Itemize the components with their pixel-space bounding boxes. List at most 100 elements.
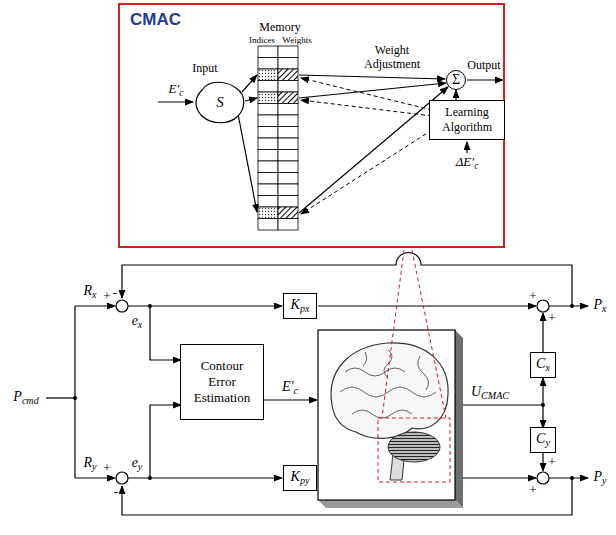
signal-wire: [318, 305, 536, 306]
signal-name: Pcmd: [13, 389, 38, 407]
sign-label: -: [114, 485, 118, 500]
signal-name: ex: [132, 313, 143, 331]
memory-table: [258, 207, 278, 219]
signal-arrow: [466, 142, 467, 153]
memory-table: [258, 58, 278, 70]
part-label: Memory: [259, 21, 300, 35]
memory-table: [258, 81, 278, 93]
cerebellum-callout: [378, 250, 450, 482]
memory-table: [278, 69, 298, 81]
memory-table: [278, 150, 298, 162]
brain-illustration: [345, 368, 405, 376]
memory-table: [258, 138, 278, 150]
memory-table: [278, 207, 298, 219]
signal-name: Py: [593, 469, 606, 487]
part-label: Input: [192, 62, 217, 76]
node-text: CMAC: [130, 10, 181, 30]
signal-arrow: [245, 98, 257, 101]
weight-adjust-dashed: [301, 78, 432, 110]
signal-wire: [150, 405, 181, 478]
sign-label: +: [103, 289, 110, 304]
signal-arrow: [299, 83, 446, 98]
junction-dot: [570, 476, 574, 480]
gain-box: Kpy: [283, 465, 317, 491]
brain-illustration: [340, 350, 436, 418]
signal-wire: [46, 252, 588, 515]
memory-table: [278, 196, 298, 208]
brain-illustration: [340, 387, 436, 397]
junction-dot: [148, 304, 152, 308]
memory-table: [278, 92, 298, 104]
memory-table: [278, 115, 298, 127]
memory-table: [278, 58, 298, 70]
part-label: Weight Adjustment: [352, 44, 432, 72]
gain-box: Cx: [530, 352, 556, 378]
signal-wire: [542, 313, 543, 353]
part-label: Output: [467, 59, 500, 73]
node-text: Cx: [536, 356, 550, 373]
connector-arrow: [455, 90, 456, 100]
signal-arrow: [299, 87, 448, 213]
cerebellum-callout: [382, 250, 404, 418]
signal-name: E′c: [169, 82, 184, 99]
signal-name: Px: [593, 297, 606, 315]
memory-table: [258, 46, 278, 58]
signal-wire: [262, 399, 317, 400]
summing-junction: [116, 300, 128, 312]
signal-wire: [542, 452, 543, 471]
signal-name: E′c: [282, 379, 298, 397]
signal-wire: [463, 404, 543, 405]
memory-table: [278, 127, 298, 139]
junction-dot: [73, 396, 77, 400]
sign-label: +: [103, 461, 110, 476]
signal-wire: [542, 405, 543, 428]
sign-label: -: [113, 286, 117, 301]
memory-table: [258, 196, 278, 208]
signal-arrow: [467, 79, 503, 80]
memory-table: [258, 150, 278, 162]
junction-dot: [570, 304, 574, 308]
signal-name: Rx: [83, 283, 96, 301]
signal-wire: [74, 306, 75, 478]
memory-table: [258, 69, 278, 81]
gain-box: Cy: [530, 427, 556, 453]
brain-illustration: [363, 352, 367, 366]
memory-table: [278, 173, 298, 185]
signal-arrow: [238, 114, 257, 212]
memory-table: [278, 184, 298, 196]
input-space-blob: S: [194, 80, 246, 124]
junction-dot: [148, 476, 152, 480]
signal-wire: [150, 306, 181, 360]
weight-adjust-dashed: [301, 78, 432, 214]
node-text: S: [216, 94, 224, 111]
signal-name: ey: [132, 455, 143, 473]
summing-junction: [537, 300, 549, 312]
process-box: Contour Error Estimation: [180, 344, 264, 420]
signal-name: UCMAC: [471, 384, 509, 402]
node-text: Σ: [452, 72, 460, 88]
part-label: Indices: [249, 35, 275, 45]
sign-label: +: [529, 289, 536, 304]
sign-label: +: [548, 455, 555, 470]
sign-label: +: [548, 311, 555, 326]
signal-name: ΔE′c: [456, 155, 479, 172]
signal-wire: [542, 378, 543, 405]
memory-table: [278, 138, 298, 150]
weight-adjust-dashed: [301, 100, 432, 116]
memory-table: [278, 219, 298, 231]
memory-table: [258, 184, 278, 196]
signal-wire: [46, 397, 75, 398]
node-text: Learning Algorithm: [435, 105, 499, 135]
memory-table: [258, 161, 278, 173]
signal-arrow: [299, 75, 445, 79]
memory-table: [258, 92, 278, 104]
brain-illustration: [418, 356, 429, 390]
signal-name: Ry: [83, 455, 96, 473]
weight-adjust-dashed: [301, 130, 432, 214]
signal-wire: [549, 305, 588, 306]
memory-table: [258, 219, 278, 231]
brain-box: [318, 330, 455, 500]
signal-arrow: [158, 75, 503, 213]
